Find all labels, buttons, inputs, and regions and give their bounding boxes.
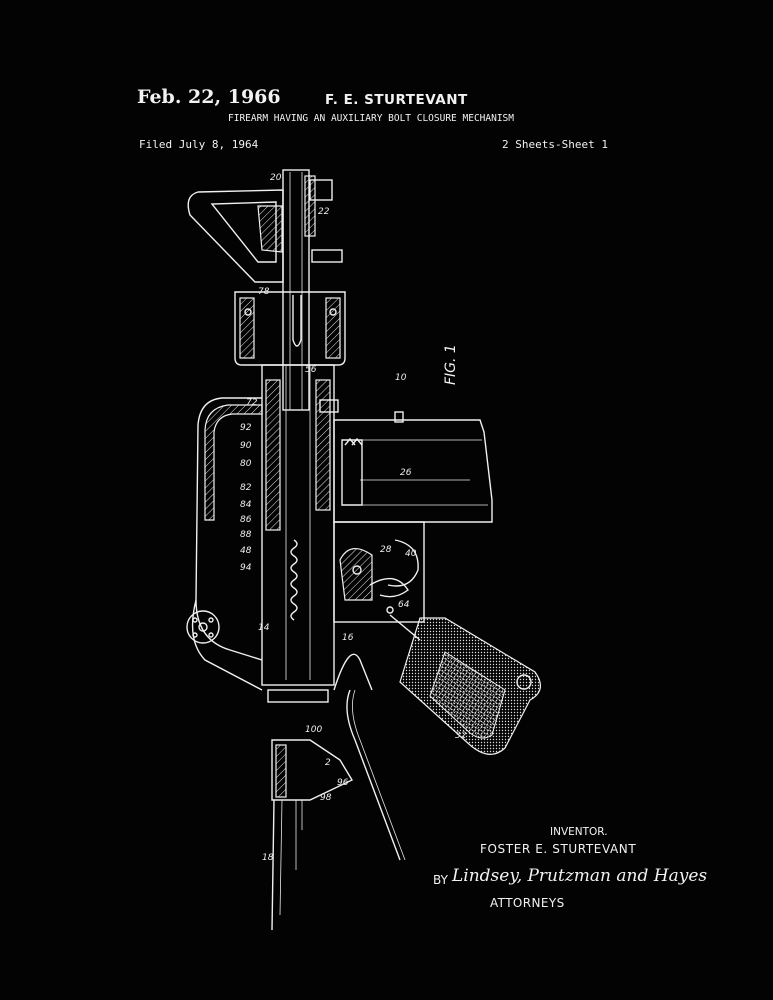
trigger-guard (333, 653, 406, 861)
attorneys-signature: Lindsey, Prutzman and Hayes (452, 866, 708, 886)
ref-numeral: 94 (240, 563, 252, 573)
trigger-group (333, 521, 425, 623)
ref-numeral: 72 (246, 398, 258, 408)
ref-numeral: 18 (262, 853, 274, 863)
reference-numerals: 20 22 78 56 72 92 90 80 82 84 86 88 48 9… (240, 173, 467, 863)
ref-numeral: 32 (455, 731, 467, 741)
ref-numeral: 90 (240, 441, 252, 451)
buffer-spring (290, 539, 298, 621)
ref-numeral: 40 (405, 549, 417, 559)
ref-numeral: 48 (240, 546, 252, 556)
magazine (333, 411, 493, 523)
inventor-label: INVENTOR. (550, 826, 608, 838)
by-label: BY (433, 873, 448, 887)
ref-numeral: 80 (240, 459, 252, 469)
ref-numeral: 26 (400, 468, 412, 478)
ref-numeral: 16 (342, 633, 354, 643)
front-sight (187, 179, 343, 283)
ref-numeral: 20 (270, 173, 282, 183)
ref-numeral: 84 (240, 500, 252, 510)
ref-numeral: 28 (380, 545, 392, 555)
ref-numeral: 78 (258, 287, 270, 297)
ref-numeral: 2 (325, 758, 331, 768)
ref-numeral: 92 (240, 423, 252, 433)
rear-handle (186, 397, 263, 691)
upper-receiver (261, 364, 339, 686)
ref-numeral: 88 (240, 530, 252, 540)
ref-numeral: 100 (305, 725, 322, 735)
sheet-count: 2 Sheets-Sheet 1 (502, 138, 608, 151)
ref-numeral: 82 (240, 483, 252, 493)
ref-numeral: 14 (258, 623, 270, 633)
patent-date: Feb. 22, 1966 (137, 86, 281, 108)
ref-numeral: 98 (320, 793, 332, 803)
pistol-grip (389, 614, 541, 755)
ref-numeral: 64 (398, 600, 410, 610)
patent-title: FIREARM HAVING AN AUXILIARY BOLT CLOSURE… (228, 113, 514, 124)
barrel (282, 169, 316, 411)
ref-numeral: 10 (395, 373, 407, 383)
inventor-name: FOSTER E. STURTEVANT (480, 842, 637, 856)
attorneys-label: ATTORNEYS (490, 896, 565, 910)
ref-numeral: 86 (240, 515, 252, 525)
ref-numeral: 96 (337, 778, 349, 788)
figure-label: FIG. 1 (443, 344, 459, 385)
inventor-header: F. E. STURTEVANT (325, 92, 468, 108)
ref-numeral: 56 (305, 365, 317, 375)
handguard (234, 291, 346, 366)
ref-numeral: 22 (318, 207, 330, 217)
filed-date: Filed July 8, 1964 (139, 138, 259, 151)
stock-tube (267, 689, 353, 931)
